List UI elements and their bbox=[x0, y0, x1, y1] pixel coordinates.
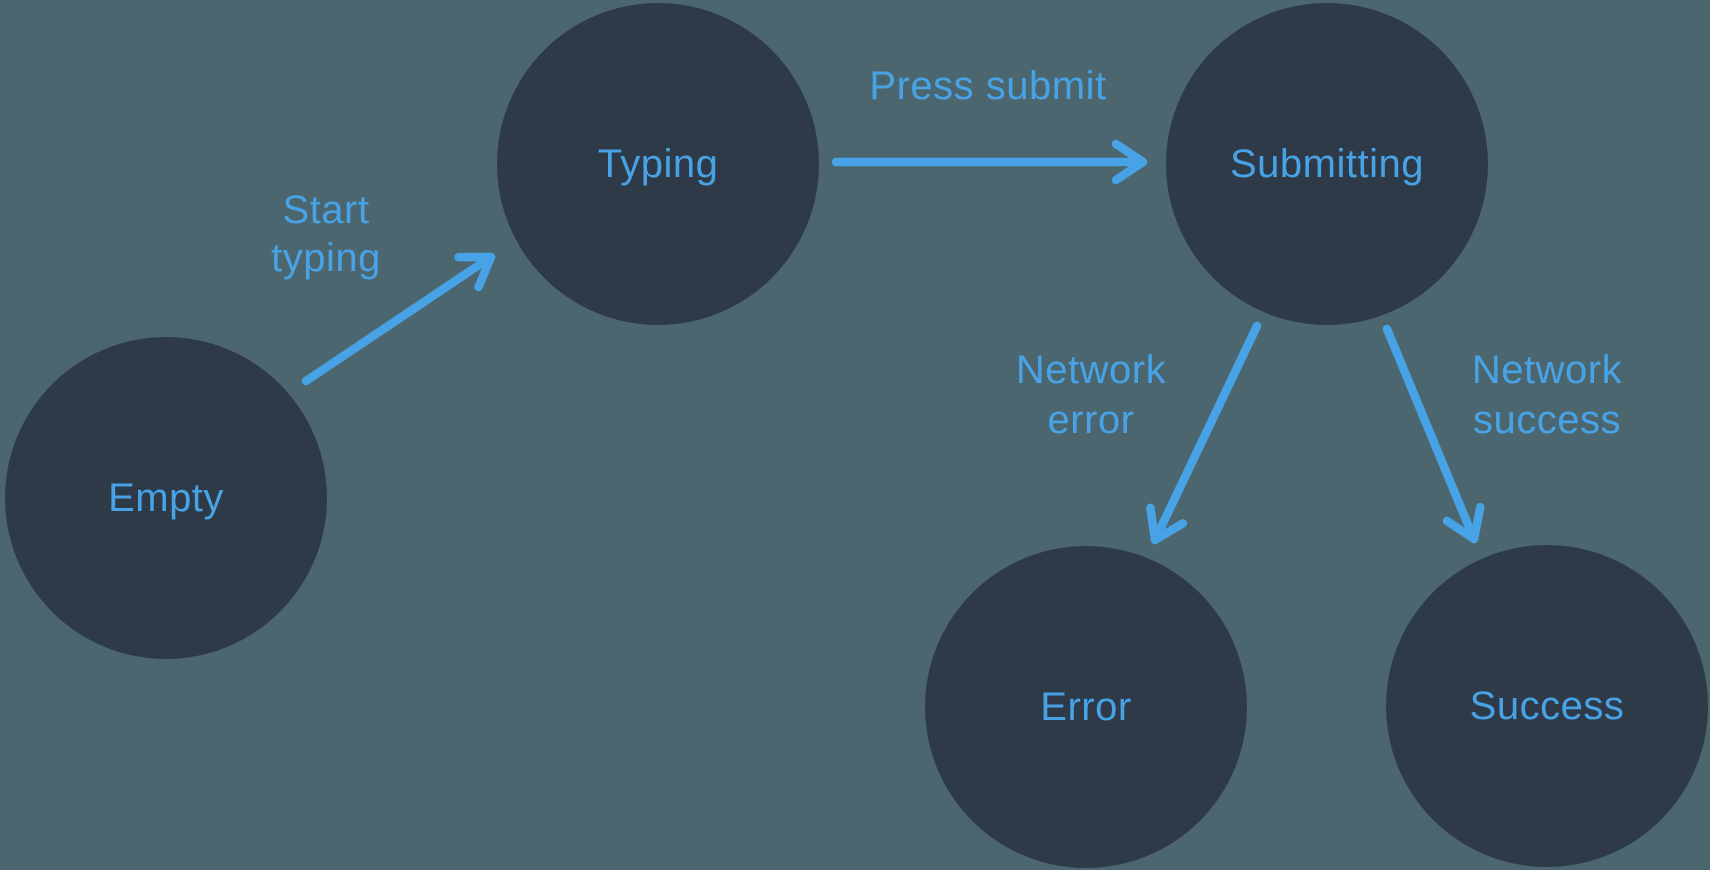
state-label-success: Success bbox=[1469, 683, 1625, 728]
state-label-submitting: Submitting bbox=[1230, 141, 1424, 186]
state-label-typing: Typing bbox=[597, 141, 719, 186]
transition-label-line: success bbox=[1472, 398, 1621, 442]
transition-label-start-typing: Start typing bbox=[271, 186, 381, 282]
state-node-typing: Typing bbox=[497, 3, 819, 325]
transition-label-network-error: Network error bbox=[1016, 345, 1166, 445]
arrow-submitting-to-success bbox=[1382, 324, 1485, 544]
transition-label-press-submit: Press submit bbox=[869, 62, 1106, 110]
state-node-error: Error bbox=[925, 546, 1247, 868]
transition-label-line: error bbox=[1047, 398, 1135, 442]
state-label-error: Error bbox=[1040, 684, 1132, 729]
transition-label-line: Network bbox=[1471, 348, 1623, 392]
transition-label-line: typing bbox=[271, 236, 381, 280]
arrow-submitting-to-error bbox=[1146, 321, 1262, 545]
state-node-empty: Empty bbox=[5, 337, 327, 659]
transition-label-line: Press submit bbox=[869, 64, 1107, 108]
transition-label-network-success: Network success bbox=[1472, 345, 1622, 445]
state-label-empty: Empty bbox=[108, 475, 224, 520]
transition-label-line: Start bbox=[282, 188, 370, 232]
state-node-success: Success bbox=[1386, 545, 1708, 867]
transition-label-line: Network bbox=[1015, 348, 1167, 392]
state-node-submitting: Submitting bbox=[1166, 3, 1488, 325]
